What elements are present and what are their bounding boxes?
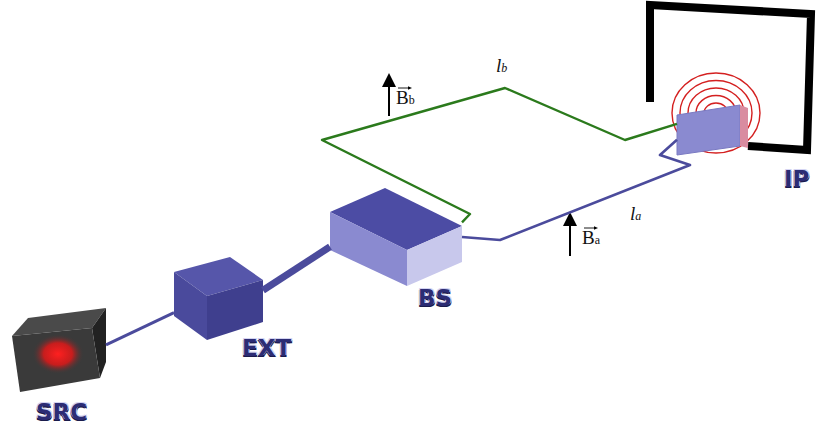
component-label: SRC [36,401,87,424]
extender-cube [174,257,263,340]
symbol-label: Bb [396,86,415,111]
beam-path [106,313,174,345]
component-label: BS [418,287,452,310]
component-node: SRC [10,308,106,392]
beam-path [462,140,690,240]
component-node: BS [330,188,462,286]
symbol-label: la [630,202,641,227]
field-arrow [569,219,571,256]
component-node: EXT [174,257,263,340]
component-label: IP [784,168,809,191]
detector-plate [677,105,748,155]
symbol-label: Ba [582,226,600,251]
beam-path [263,247,330,290]
field-arrow [388,80,390,116]
beam-splitter [330,188,462,286]
component-label: EXT [242,337,291,360]
symbol-label: lb [496,54,507,79]
component-node: IP [677,105,748,156]
source-box [12,308,106,392]
beam-path [322,88,677,222]
